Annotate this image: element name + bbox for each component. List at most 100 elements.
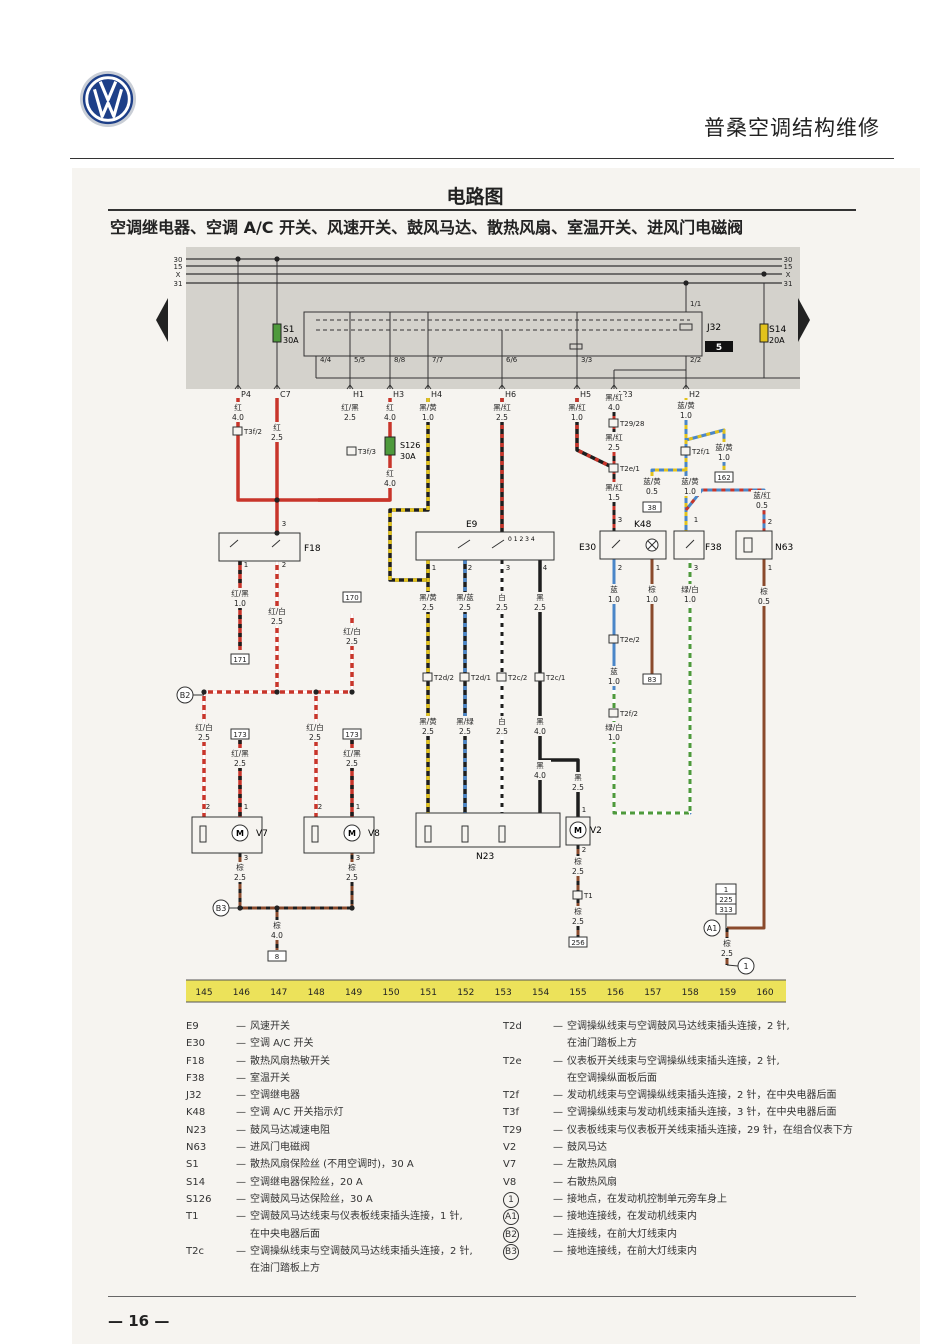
grid-number: 154 [532,988,549,998]
legend-dash: — [553,1193,563,1205]
diagram-title: 电路图 [446,186,504,208]
wire-label-text: 2.5 [608,443,620,452]
legend-dash: — [553,1021,563,1032]
wire-label-bg [341,758,363,768]
connector-label: T2c/1 [545,674,565,682]
legend-entry: V2—鼓风马达 [503,1139,863,1156]
wire-label-bg [491,592,513,602]
grid-number: 159 [719,988,736,998]
label-v7: V7 [256,829,268,839]
ground-point-label: A1 [707,924,718,933]
thermo-switch-f18 [218,532,301,562]
prev-page-arrow-icon[interactable] [156,298,168,342]
wire-label: 棕2.5 [716,938,738,958]
wire-label: 棕1.0 [641,584,663,604]
wire-label-text: 4.0 [384,413,396,422]
wire-label-bg [454,726,476,736]
wire-label-text: 2.5 [422,727,434,736]
legend-description: 仪表板开关线束与空调操纵线束插头连接，2 针, [567,1055,780,1067]
wire-label-text: 2.5 [271,617,283,626]
wire-label-bg [341,748,363,758]
legend-circle-code: A1 [503,1209,519,1226]
wire-label-text: 1.0 [646,595,658,604]
next-page-arrow-icon[interactable] [798,298,810,342]
wire-label-text: 蓝 [610,666,618,676]
wire-label: 黑/黄2.5 [417,716,439,736]
wire-label-text: 棕 [273,920,281,930]
bus-lines [186,258,782,284]
connector-label: T2c/2 [507,674,527,682]
wire-label: 绿/白1.0 [603,722,625,742]
legend-dash: — [236,1055,246,1067]
wire-label-text: 棕 [574,906,582,916]
wire-label: 红/黑2.5 [229,748,251,768]
connector-label: T1 [583,892,593,900]
junction-dot [274,689,280,695]
ref-number: 38 [648,504,657,512]
legend-code: T2f [503,1090,519,1102]
wire-label-text: 2.5 [346,759,358,768]
connector-icon [459,672,470,682]
legend-code: T2e [503,1055,522,1067]
legend-description: 空调 A/C 开关 [250,1038,314,1050]
wire-label-text: 2.5 [459,603,471,612]
wire-label-bg [229,872,251,882]
legend-entry: A1—接地连接线，在发动机线束内 [503,1208,863,1226]
wire-label-text: 黑/红 [493,402,511,412]
wire-label-text: 黑 [536,761,544,770]
junction-dot [274,497,280,503]
grid-number: 145 [195,988,212,998]
label-e9: E9 [466,520,478,530]
wire-label-bg [229,598,251,608]
ground-point-label: 1 [743,962,748,971]
wire-stripe [238,853,354,910]
wire-label-bg [491,716,513,726]
pin-arrow-icon [424,384,432,390]
top-pin-label: H5 [580,390,591,399]
legend-code: N63 [186,1142,207,1154]
wire-label-text: 4.0 [534,771,546,780]
wire-label-text: 4.0 [232,413,244,422]
wire-label-bg [227,402,249,412]
junction-dot [201,689,207,695]
wire-label-bg [641,584,663,594]
wire-label-text: 蓝/黄 [681,476,699,486]
legend-code: F18 [186,1055,205,1067]
pin-number: 1 [694,516,698,524]
junction-dot [274,530,280,536]
label-f18: F18 [304,544,321,554]
ref-stack-number: 313 [719,906,732,914]
wire-label-bg [379,468,401,478]
wire-label-bg [229,588,251,598]
wire-label: 黑/红2.5 [603,432,625,452]
wire-label-bg [341,862,363,872]
pin-number: 2 [318,803,322,811]
wire-label-text: 棕 [723,938,731,948]
fan-speed-switch-e9 [415,531,555,561]
wire-label-bg [751,500,773,510]
relay-pin-label: 1/1 [690,300,701,308]
wire-label-text: 1.0 [718,453,730,462]
wire-label-text: 红 [234,402,242,412]
pin-number: 4 [543,564,548,572]
legend-entry: T2d—空调操纵线束与空调鼓风马达线束插头连接，2 针, [503,1018,863,1035]
wire-label: 红/白2.5 [304,722,326,742]
wire-label-text: 2.5 [534,603,546,612]
legend-dash: — [236,1142,246,1154]
legend-dash: — [236,1090,246,1102]
fuse-s126-rating: 30A [400,452,416,461]
wire-label-bg [529,760,551,770]
wire-label-bg [567,916,589,926]
ref-box [342,591,362,603]
room-temp-switch-f38 [673,530,705,560]
wire-label-text: 白 [498,716,506,726]
wire-label-bg [567,782,589,792]
wire-label-bg [491,402,513,412]
legend-description: 空调操纵线束与发动机线束插头连接，3 针，在中央电器后面 [567,1107,837,1119]
fuse-s14-label: S14 [769,325,786,335]
wire-label-text: 2.5 [234,759,246,768]
pin-number: 2 [618,564,622,572]
connector-icon [422,672,433,682]
top-pin-label: P4 [241,390,251,399]
wire-label-bg [529,716,551,726]
